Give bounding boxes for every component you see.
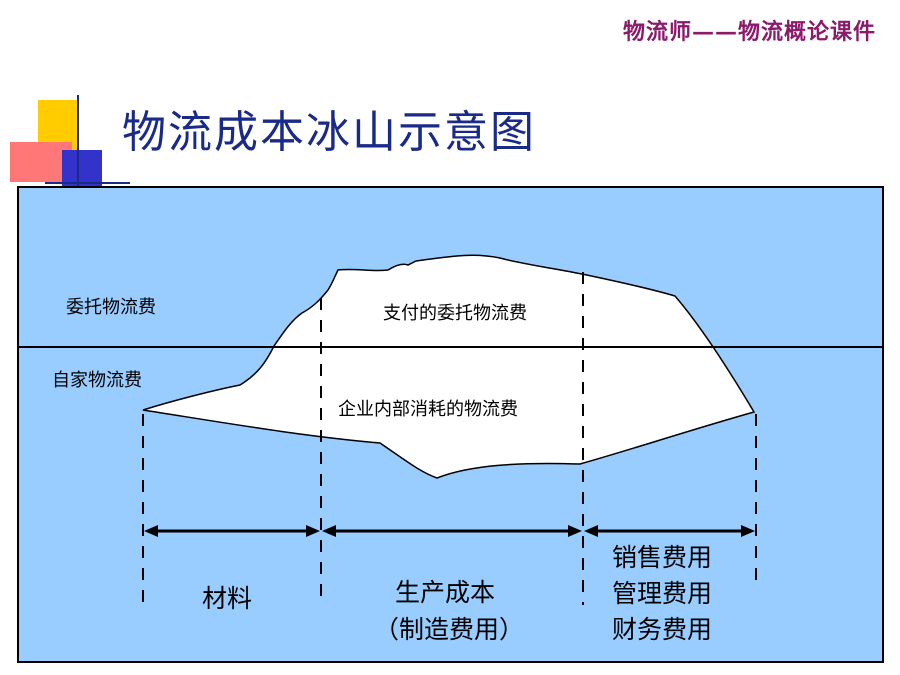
label-sales-expense: 销售费用	[612, 543, 712, 572]
page-title: 物流成本冰山示意图	[122, 107, 536, 158]
label-finance-expense: 财务费用	[612, 615, 712, 644]
label-internal-consumption: 企业内部消耗的物流费	[338, 399, 518, 420]
label-materials: 材料	[202, 584, 252, 613]
title-decoration	[10, 95, 130, 195]
label-paid-commission: 支付的委托物流费	[383, 303, 527, 324]
label-above-water: 委托物流费	[66, 297, 156, 318]
arrow-materials	[144, 525, 320, 537]
arrow-production	[322, 525, 582, 537]
label-manufacturing-expense: （制造费用）	[374, 615, 524, 644]
iceberg-shape	[142, 254, 756, 479]
label-production-cost: 生产成本	[395, 578, 495, 607]
deco-red-square	[10, 142, 72, 182]
header-text: 物流师——物流概论课件	[622, 19, 876, 45]
label-below-water: 自家物流费	[52, 370, 142, 391]
arrow-expenses	[584, 525, 755, 537]
deco-blue-square	[62, 150, 102, 188]
label-admin-expense: 管理费用	[612, 579, 712, 608]
